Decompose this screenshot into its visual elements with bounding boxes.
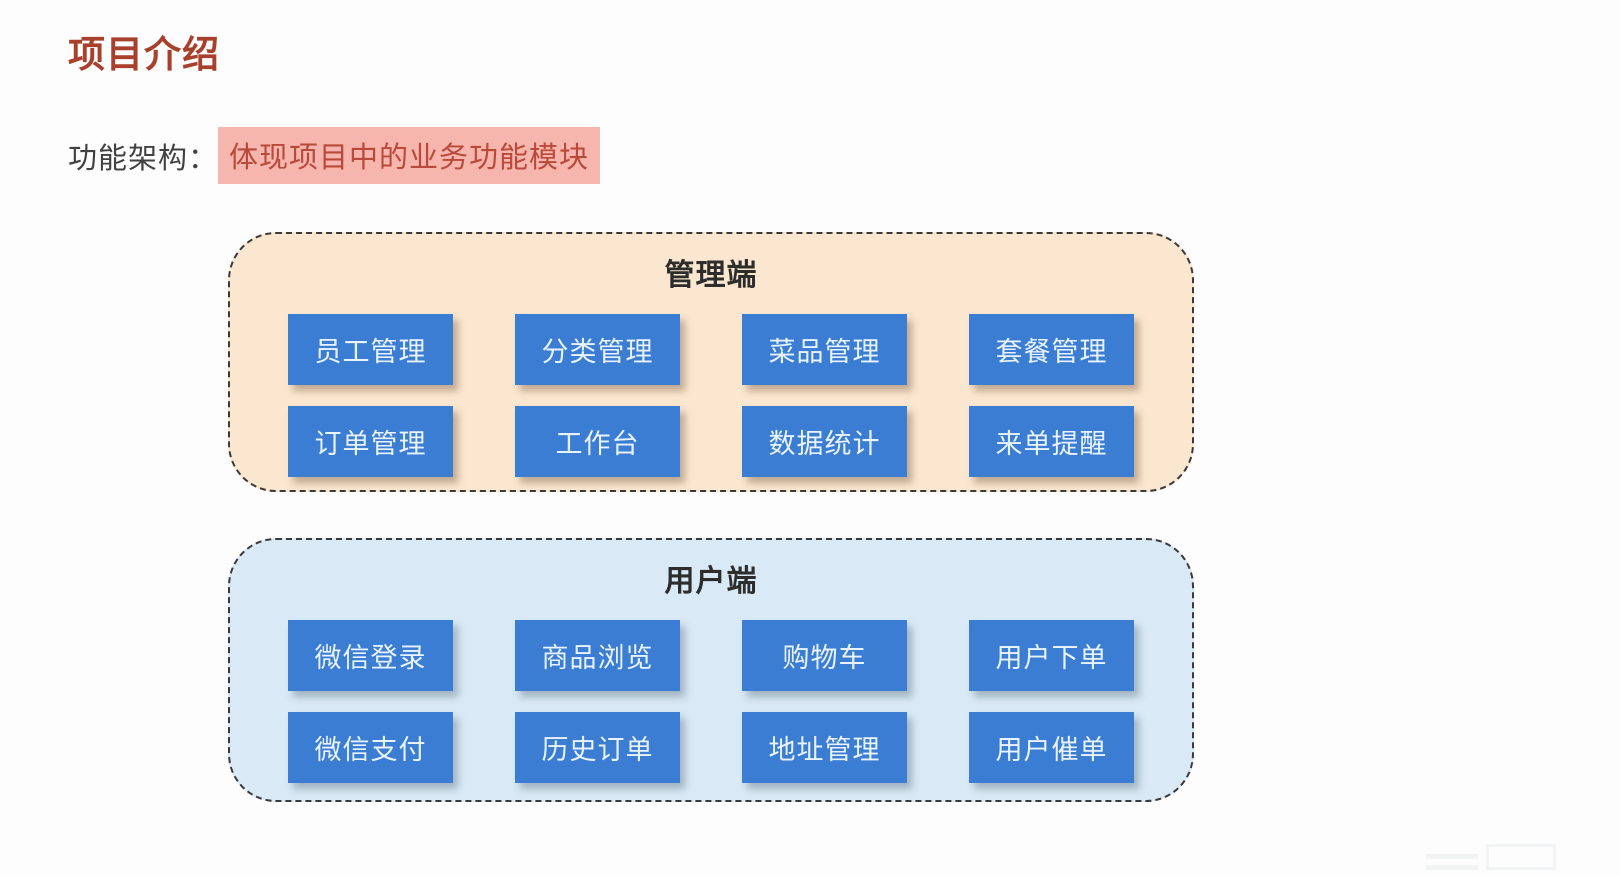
module-workbench: 工作台 — [515, 406, 680, 477]
watermark — [1426, 830, 1596, 870]
module-wechat-pay: 微信支付 — [288, 712, 453, 783]
module-product-browsing: 商品浏览 — [515, 620, 680, 691]
admin-module-grid: 员工管理 分类管理 菜品管理 套餐管理 订单管理 工作台 数据统计 来单提醒 — [288, 314, 1134, 477]
module-category-management: 分类管理 — [515, 314, 680, 385]
subtitle-highlight: 体现项目中的业务功能模块 — [218, 127, 601, 184]
module-user-urge-order: 用户催单 — [969, 712, 1134, 783]
watermark-logo — [1486, 844, 1556, 870]
admin-panel: 管理端 员工管理 分类管理 菜品管理 套餐管理 订单管理 工作台 数据统计 来单… — [228, 232, 1194, 492]
user-panel-title: 用户端 — [664, 565, 758, 598]
module-address-management: 地址管理 — [742, 712, 907, 783]
module-order-management: 订单管理 — [288, 406, 453, 477]
module-data-statistics: 数据统计 — [742, 406, 907, 477]
architecture-diagram: 管理端 员工管理 分类管理 菜品管理 套餐管理 订单管理 工作台 数据统计 来单… — [228, 232, 1194, 802]
module-order-reminder: 来单提醒 — [969, 406, 1134, 477]
module-dish-management: 菜品管理 — [742, 314, 907, 385]
module-wechat-login: 微信登录 — [288, 620, 453, 691]
module-employee-management: 员工管理 — [288, 314, 453, 385]
module-shopping-cart: 购物车 — [742, 620, 907, 691]
module-history-orders: 历史订单 — [515, 712, 680, 783]
module-setmeal-management: 套餐管理 — [969, 314, 1134, 385]
page-title: 项目介绍 — [68, 34, 220, 75]
user-panel: 用户端 微信登录 商品浏览 购物车 用户下单 微信支付 历史订单 地址管理 用户… — [228, 538, 1194, 802]
watermark-lines — [1426, 854, 1478, 870]
admin-panel-title: 管理端 — [664, 259, 758, 292]
subtitle-label: 功能架构： — [68, 142, 219, 175]
user-module-grid: 微信登录 商品浏览 购物车 用户下单 微信支付 历史订单 地址管理 用户催单 — [288, 620, 1134, 783]
subtitle: 功能架构： 体现项目中的业务功能模块 — [68, 127, 601, 184]
module-user-place-order: 用户下单 — [969, 620, 1134, 691]
